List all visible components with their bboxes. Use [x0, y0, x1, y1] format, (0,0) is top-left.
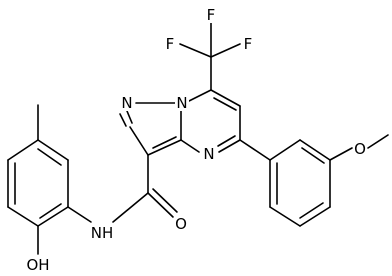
bond-cf3-f-right: [210, 43, 241, 58]
bond-aryl-o: [329, 147, 353, 161]
hydroxyl-label: OH: [26, 256, 49, 274]
atom-labels: F F F N N N O O NH OH: [26, 6, 367, 274]
bond-c7-c6-double: [213, 97, 237, 111]
pyrazole-nitrogen-label: N: [121, 94, 132, 112]
bond-c7-c6: [210, 89, 241, 107]
bond-carbonyl-n: [112, 192, 149, 223]
bond-c5-n4-double: [217, 135, 236, 147]
bond-n1-c2-double: [119, 113, 127, 127]
bond-c3-c3a-double: [152, 136, 177, 149]
bond-c2-c3: [129, 126, 149, 156]
bond-aryl-b: [299, 139, 331, 161]
bonds: [7, 21, 389, 255]
bond-n1-c2: [126, 110, 133, 124]
bond-cf3-f-left: [179, 43, 212, 58]
bond-aryl-d: [299, 206, 331, 227]
bond-o-methyl: [367, 134, 389, 149]
bond-c5-aryl: [239, 139, 271, 161]
bond-aryl-e: [269, 206, 301, 227]
carbonyl-oxygen-label: O: [175, 215, 187, 233]
bond-carbonyl-o: [147, 192, 174, 218]
bond-c5-n4: [218, 139, 241, 153]
bond-n-ring: [67, 206, 92, 223]
bond-n4-c3a: [180, 139, 200, 153]
amide-nh-label: NH: [91, 224, 114, 242]
bond-aryl-a: [269, 139, 301, 161]
bond-ring-f: [37, 206, 69, 227]
bond-c3-c3a: [147, 139, 182, 156]
fluorine-right-label: F: [244, 35, 253, 53]
methoxy-oxygen-label: O: [354, 140, 366, 158]
bond-ring-b: [37, 139, 69, 161]
bond-ring-b-double: [37, 148, 62, 166]
bond-ring-f-double: [39, 203, 62, 219]
fluorine-top-label: F: [207, 6, 216, 24]
bond-ring-e: [7, 206, 39, 227]
bond-aryl-b-double: [301, 147, 325, 164]
pyrimidine-nitrogen-label: N: [203, 145, 214, 163]
bond-aryl-d-double: [299, 202, 324, 219]
bond-ring-c: [7, 139, 39, 161]
bond-carbonyl-o-double: [152, 188, 178, 213]
bridge-nitrogen-label: N: [176, 94, 187, 112]
fluorine-left-label: F: [166, 35, 175, 53]
